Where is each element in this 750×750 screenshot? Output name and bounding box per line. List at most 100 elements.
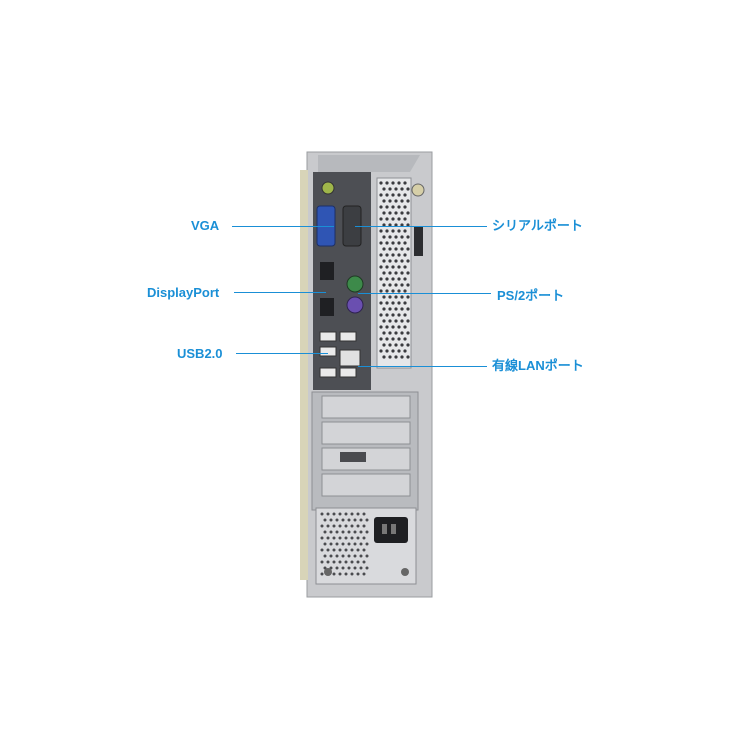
label-displayport: DisplayPort	[147, 285, 220, 300]
vent-hole	[350, 572, 354, 576]
vent-hole	[379, 289, 383, 293]
vent-hole	[406, 199, 410, 203]
displayport-2-icon	[320, 298, 334, 316]
vent-hole	[382, 235, 386, 239]
vent-hole	[388, 283, 392, 287]
usb-port-5-icon	[339, 367, 357, 378]
vent-hole	[394, 199, 398, 203]
vent-hole	[400, 187, 404, 191]
vent-hole	[365, 530, 369, 534]
vent-hole	[379, 205, 383, 209]
audio-jack-icon	[321, 181, 335, 195]
vent-hole	[391, 289, 395, 293]
vent-hole	[382, 211, 386, 215]
vent-hole	[406, 283, 410, 287]
leader-line-lan	[358, 366, 487, 367]
vent-hole	[391, 337, 395, 341]
vent-hole	[338, 512, 342, 516]
vent-hole	[397, 193, 401, 197]
vent-hole	[353, 542, 357, 546]
vent-hole	[403, 181, 407, 185]
vent-hole	[329, 518, 333, 522]
vent-hole	[359, 530, 363, 534]
vent-hole	[403, 241, 407, 245]
vent-hole	[332, 536, 336, 540]
vent-hole	[379, 265, 383, 269]
vent-hole	[403, 193, 407, 197]
vent-hole	[394, 319, 398, 323]
vent-hole	[338, 536, 342, 540]
vent-hole	[388, 187, 392, 191]
vent-hole	[329, 554, 333, 558]
vent-hole	[326, 536, 330, 540]
vent-holes	[379, 181, 410, 359]
vent-hole	[388, 271, 392, 275]
expansion-slot-2	[321, 421, 411, 445]
vent-hole	[365, 518, 369, 522]
vent-hole	[400, 247, 404, 251]
vent-hole	[385, 289, 389, 293]
vent-hole	[403, 253, 407, 257]
chassis-side-rail	[300, 170, 308, 580]
vent-hole	[397, 337, 401, 341]
vent-hole	[385, 349, 389, 353]
vent-hole	[400, 271, 404, 275]
vent-hole	[326, 524, 330, 528]
vent-hole	[397, 313, 401, 317]
vent-hole	[394, 331, 398, 335]
vent-hole	[320, 560, 324, 564]
ps2-mouse-port-icon	[346, 275, 364, 293]
vent-hole	[394, 295, 398, 299]
vent-hole	[400, 307, 404, 311]
vent-hole	[406, 319, 410, 323]
vent-hole	[338, 560, 342, 564]
vent-hole	[320, 524, 324, 528]
label-usb: USB2.0	[177, 346, 223, 361]
vent-hole	[335, 530, 339, 534]
label-lan-port: 有線LANポート	[492, 358, 584, 373]
vent-hole	[406, 295, 410, 299]
vent-hole	[382, 331, 386, 335]
vent-hole	[379, 181, 383, 185]
vent-hole	[385, 241, 389, 245]
vent-hole	[397, 217, 401, 221]
vent-hole	[400, 259, 404, 263]
vent-hole	[344, 548, 348, 552]
vent-hole	[320, 512, 324, 516]
vent-hole	[403, 337, 407, 341]
vent-hole	[332, 560, 336, 564]
ps2-keyboard-port-icon	[346, 296, 364, 314]
vent-hole	[391, 277, 395, 281]
usb-port-4-icon	[319, 367, 337, 378]
vent-hole	[391, 217, 395, 221]
vent-hole	[341, 566, 345, 570]
vent-hole	[394, 355, 398, 359]
vent-hole	[400, 223, 404, 227]
vent-hole	[397, 229, 401, 233]
vent-hole	[382, 223, 386, 227]
vent-hole	[385, 313, 389, 317]
vent-hole	[341, 518, 345, 522]
vent-hole	[406, 223, 410, 227]
vent-hole	[347, 518, 351, 522]
vent-hole	[394, 211, 398, 215]
vent-hole	[379, 217, 383, 221]
vent-hole	[338, 572, 342, 576]
vent-hole	[394, 283, 398, 287]
vent-hole	[394, 187, 398, 191]
vent-hole	[356, 536, 360, 540]
vent-hole	[353, 554, 357, 558]
vent-hole	[329, 530, 333, 534]
vent-hole	[406, 331, 410, 335]
vent-hole	[391, 265, 395, 269]
power-inlet-pin	[391, 524, 396, 534]
vent-hole	[388, 235, 392, 239]
thumbscrew-icon	[411, 183, 425, 197]
vent-hole	[403, 265, 407, 269]
vent-hole	[403, 277, 407, 281]
vent-hole	[326, 512, 330, 516]
vent-hole	[323, 542, 327, 546]
vent-hole	[379, 313, 383, 317]
vent-hole	[379, 253, 383, 257]
